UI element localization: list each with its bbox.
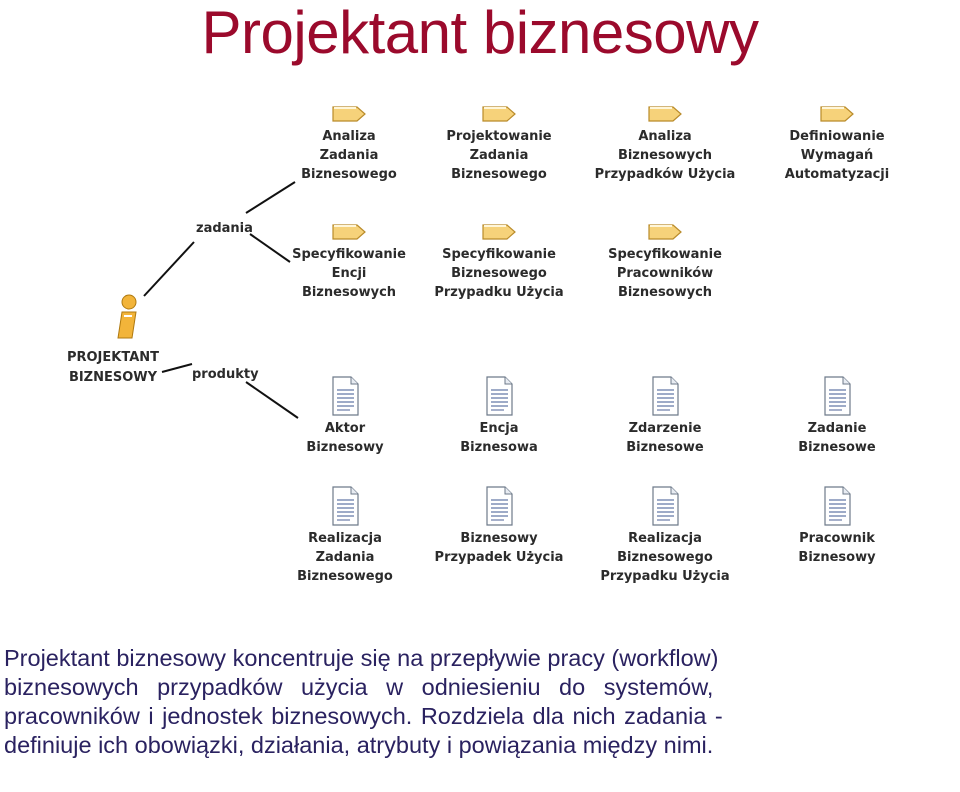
- product-node: Biznesowy Przypadek Użycia: [424, 486, 574, 567]
- task-node: Analiza Zadania Biznesowego: [274, 104, 424, 184]
- actor-label: PROJEKTANT BIZNESOWY: [66, 350, 160, 385]
- task-node: Analiza Biznesowych Przypadków Użycia: [590, 104, 740, 184]
- task-node: Projektowanie Zadania Biznesowego: [424, 104, 574, 184]
- task-icon: [332, 106, 366, 122]
- document-icon: [824, 376, 851, 416]
- document-icon: [332, 376, 359, 416]
- products-branch-label: produkty: [192, 367, 259, 382]
- description-line: biznesowych przypadków użycia w odniesie…: [4, 674, 714, 700]
- task-node: Specyfikowanie Encji Biznesowych: [274, 222, 424, 302]
- document-icon: [652, 376, 679, 416]
- task-node: Specyfikowanie Biznesowego Przypadku Uży…: [424, 222, 574, 302]
- document-icon: [652, 486, 679, 526]
- task-icon: [648, 106, 682, 122]
- connector-lines: [143, 181, 299, 419]
- description-line: definiuje ich obowiązki, działania, atry…: [4, 732, 714, 758]
- task-icon: [820, 106, 854, 122]
- product-node: Pracownik Biznesowy: [762, 486, 912, 567]
- task-icon: [648, 224, 682, 240]
- document-icon: [332, 486, 359, 526]
- product-node: Encja Biznesowa: [424, 376, 574, 457]
- task-icon: [482, 106, 516, 122]
- product-node: Aktor Biznesowy: [270, 376, 420, 457]
- description-line: pracowników i jednostek biznesowych. Roz…: [4, 703, 723, 729]
- document-icon: [486, 376, 513, 416]
- description-line: Projektant biznesowy koncentruje się na …: [4, 645, 719, 671]
- document-icon: [824, 486, 851, 526]
- document-icon: [486, 486, 513, 526]
- page-title: Projektant biznesowy: [201, 0, 759, 66]
- task-icon: [482, 224, 516, 240]
- product-node: Zadanie Biznesowe: [762, 376, 912, 457]
- task-node: Definiowanie Wymagań Automatyzacji: [762, 104, 912, 184]
- task-icon: [332, 224, 366, 240]
- role-diagram: PROJEKTANT BIZNESOWY zadania produkty An…: [58, 84, 904, 606]
- task-node: Specyfikowanie Pracowników Biznesowych: [590, 222, 740, 302]
- product-node: Zdarzenie Biznesowe: [590, 376, 740, 457]
- description-text: Projektant biznesowy koncentruje się na …: [4, 644, 956, 760]
- business-worker-icon: [117, 294, 137, 339]
- tasks-branch-label: zadania: [196, 221, 253, 236]
- product-node: Realizacja Zadania Biznesowego: [270, 486, 420, 586]
- business-designer-actor: PROJEKTANT BIZNESOWY: [58, 294, 168, 388]
- product-node: Realizacja Biznesowego Przypadku Użycia: [590, 486, 740, 586]
